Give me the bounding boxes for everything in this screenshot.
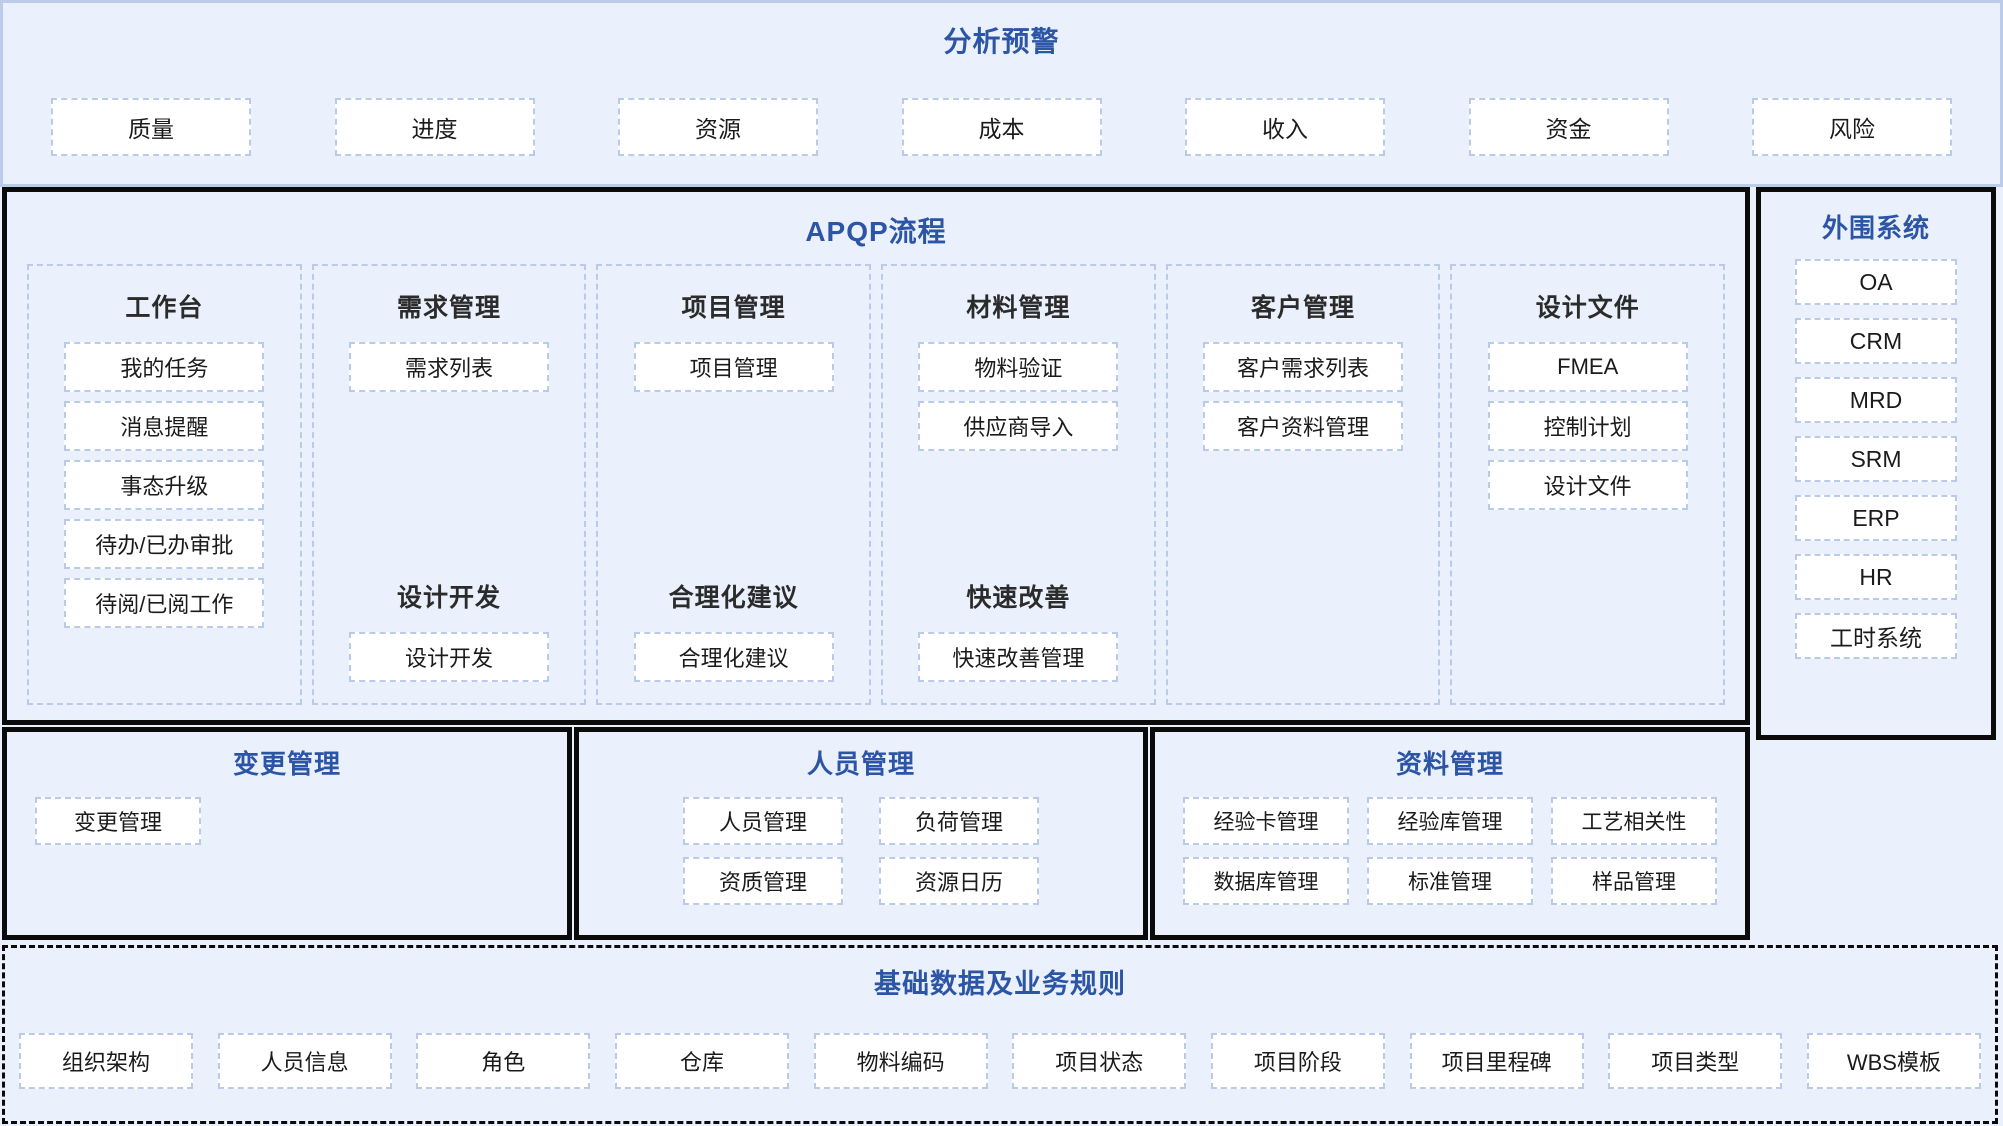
foundation-item-project-phase[interactable]: 项目阶段 (1210, 1033, 1385, 1089)
foundation-item-row: 组织架构 人员信息 角色 仓库 物料编码 项目状态 项目阶段 项目里程碑 项目类… (5, 1033, 1995, 1089)
apqp-column-title: 需求管理 (397, 294, 502, 322)
peripheral-systems-section: 外围系统 OA CRM MRD SRM ERP HR 工时系统 (1756, 187, 1996, 740)
foundation-item-project-status[interactable]: 项目状态 (1012, 1033, 1187, 1089)
foundation-item-role[interactable]: 角色 (416, 1033, 591, 1089)
apqp-column-title: 项目管理 (681, 294, 786, 322)
apqp-item-todo-done-approval[interactable]: 待办/已办审批 (64, 519, 265, 569)
alerts-item-funds[interactable]: 资金 (1468, 98, 1669, 156)
alerts-item-quality[interactable]: 质量 (51, 98, 251, 156)
alerts-item-revenue[interactable]: 收入 (1185, 98, 1385, 156)
apqp-column-title: 工作台 (125, 294, 204, 322)
apqp-item-incident-escalation[interactable]: 事态升级 (64, 460, 265, 510)
data-item-database-management[interactable]: 数据库管理 (1183, 857, 1349, 905)
apqp-item-supplier-import[interactable]: 供应商导入 (918, 401, 1119, 451)
data-item-experience-card-management[interactable]: 经验卡管理 (1183, 797, 1349, 845)
data-management-item-grid: 经验卡管理 经验库管理 工艺相关性 数据库管理 标准管理 样品管理 (1155, 797, 1745, 905)
apqp-column-workbench: 工作台 我的任务 消息提醒 事态升级 待办/已办审批 待阅/已阅工作 (27, 264, 302, 705)
change-management-title: 变更管理 (232, 749, 341, 779)
data-management-title: 资料管理 (1395, 749, 1504, 779)
alerts-section-title: 分析预警 (943, 26, 1060, 57)
change-management-section: 变更管理 变更管理 (2, 727, 572, 940)
apqp-subgroup-title-design: 设计开发 (397, 584, 502, 612)
apqp-item-fmea[interactable]: FMEA (1487, 342, 1688, 392)
foundation-item-wbs-template[interactable]: WBS模板 (1806, 1033, 1981, 1089)
apqp-item-requirement-list[interactable]: 需求列表 (349, 342, 549, 392)
apqp-column-title: 材料管理 (966, 294, 1071, 322)
apqp-item-material-verification[interactable]: 物料验证 (918, 342, 1119, 392)
apqp-item-project-management[interactable]: 项目管理 (633, 342, 834, 392)
alerts-item-row: 质量 进度 资源 成本 收入 资金 风险 (3, 98, 2000, 156)
foundation-item-material-code[interactable]: 物料编码 (813, 1033, 988, 1089)
apqp-column-title: 设计文件 (1535, 294, 1640, 322)
staff-management-title: 人员管理 (806, 749, 915, 779)
apqp-item-customer-requirement-list[interactable]: 客户需求列表 (1203, 342, 1404, 392)
staff-item-load-management[interactable]: 负荷管理 (879, 797, 1039, 845)
apqp-item-unread-read-work[interactable]: 待阅/已阅工作 (64, 578, 265, 628)
staff-management-section: 人员管理 人员管理 负荷管理 资质管理 资源日历 (574, 727, 1148, 940)
peripheral-item-mrd[interactable]: MRD (1795, 377, 1957, 423)
apqp-item-design-development[interactable]: 设计开发 (349, 632, 549, 682)
apqp-subgroup-title-quick-improvement: 快速改善 (966, 584, 1071, 612)
foundation-item-org-structure[interactable]: 组织架构 (19, 1033, 193, 1089)
data-item-sample-management[interactable]: 样品管理 (1551, 857, 1717, 905)
apqp-column-material: 材料管理 物料验证 供应商导入 快速改善 快速改善管理 (881, 264, 1156, 705)
alerts-item-risk[interactable]: 风险 (1752, 98, 1952, 156)
data-item-experience-library-management[interactable]: 经验库管理 (1367, 797, 1533, 845)
peripheral-item-hr[interactable]: HR (1795, 554, 1957, 600)
peripheral-item-srm[interactable]: SRM (1795, 436, 1957, 482)
apqp-item-rationalization-suggestion[interactable]: 合理化建议 (633, 632, 834, 682)
foundation-item-warehouse[interactable]: 仓库 (614, 1033, 789, 1089)
peripheral-systems-title: 外围系统 (1821, 213, 1930, 243)
apqp-item-control-plan[interactable]: 控制计划 (1487, 401, 1688, 451)
apqp-column-design-document: 设计文件 FMEA 控制计划 设计文件 (1450, 264, 1726, 705)
peripheral-item-oa[interactable]: OA (1795, 259, 1957, 305)
data-management-section: 资料管理 经验卡管理 经验库管理 工艺相关性 数据库管理 标准管理 样品管理 (1150, 727, 1750, 940)
staff-item-resource-calendar[interactable]: 资源日历 (879, 857, 1039, 905)
apqp-subgroup-title-suggestion: 合理化建议 (668, 584, 799, 612)
apqp-item-customer-profile-management[interactable]: 客户资料管理 (1203, 401, 1404, 451)
apqp-item-design-document[interactable]: 设计文件 (1487, 460, 1688, 510)
data-item-process-relevance[interactable]: 工艺相关性 (1551, 797, 1717, 845)
alerts-section: 分析预警 质量 进度 资源 成本 收入 资金 风险 (0, 0, 2003, 187)
apqp-item-message-reminder[interactable]: 消息提醒 (64, 401, 265, 451)
peripheral-item-timesheet-system[interactable]: 工时系统 (1795, 613, 1957, 659)
alerts-item-schedule[interactable]: 进度 (334, 98, 535, 156)
change-management-item-change[interactable]: 变更管理 (35, 797, 201, 845)
alerts-item-cost[interactable]: 成本 (901, 98, 1102, 156)
apqp-item-quick-improvement-management[interactable]: 快速改善管理 (918, 632, 1119, 682)
foundation-item-project-type[interactable]: 项目类型 (1608, 1033, 1783, 1089)
apqp-column-customer: 客户管理 客户需求列表 客户资料管理 (1165, 264, 1441, 705)
change-management-item-grid: 变更管理 (7, 797, 567, 845)
apqp-column-title: 客户管理 (1251, 294, 1356, 322)
apqp-section: APQP流程 工作台 我的任务 消息提醒 事态升级 待办/已办审批 待阅/已阅工… (2, 187, 1750, 725)
foundation-item-personnel-info[interactable]: 人员信息 (217, 1033, 392, 1089)
staff-item-personnel-management[interactable]: 人员管理 (683, 797, 843, 845)
alerts-item-resource[interactable]: 资源 (618, 98, 818, 156)
apqp-column-requirement: 需求管理 需求列表 设计开发 设计开发 (311, 264, 587, 705)
foundation-data-title: 基础数据及业务规则 (874, 969, 1126, 999)
apqp-item-my-tasks[interactable]: 我的任务 (64, 342, 265, 392)
staff-item-qualification-management[interactable]: 资质管理 (683, 857, 843, 905)
staff-management-item-grid: 人员管理 负荷管理 资质管理 资源日历 (579, 797, 1143, 905)
apqp-section-title: APQP流程 (805, 216, 947, 247)
foundation-data-section: 基础数据及业务规则 组织架构 人员信息 角色 仓库 物料编码 项目状态 项目阶段… (2, 945, 1998, 1124)
foundation-item-project-milestone[interactable]: 项目里程碑 (1409, 1033, 1584, 1089)
apqp-column-row: 工作台 我的任务 消息提醒 事态升级 待办/已办审批 待阅/已阅工作 需求管理 … (7, 250, 1745, 705)
peripheral-item-erp[interactable]: ERP (1795, 495, 1957, 541)
data-item-standard-management[interactable]: 标准管理 (1367, 857, 1533, 905)
peripheral-item-crm[interactable]: CRM (1795, 318, 1957, 364)
apqp-column-project: 项目管理 项目管理 合理化建议 合理化建议 (596, 264, 872, 705)
